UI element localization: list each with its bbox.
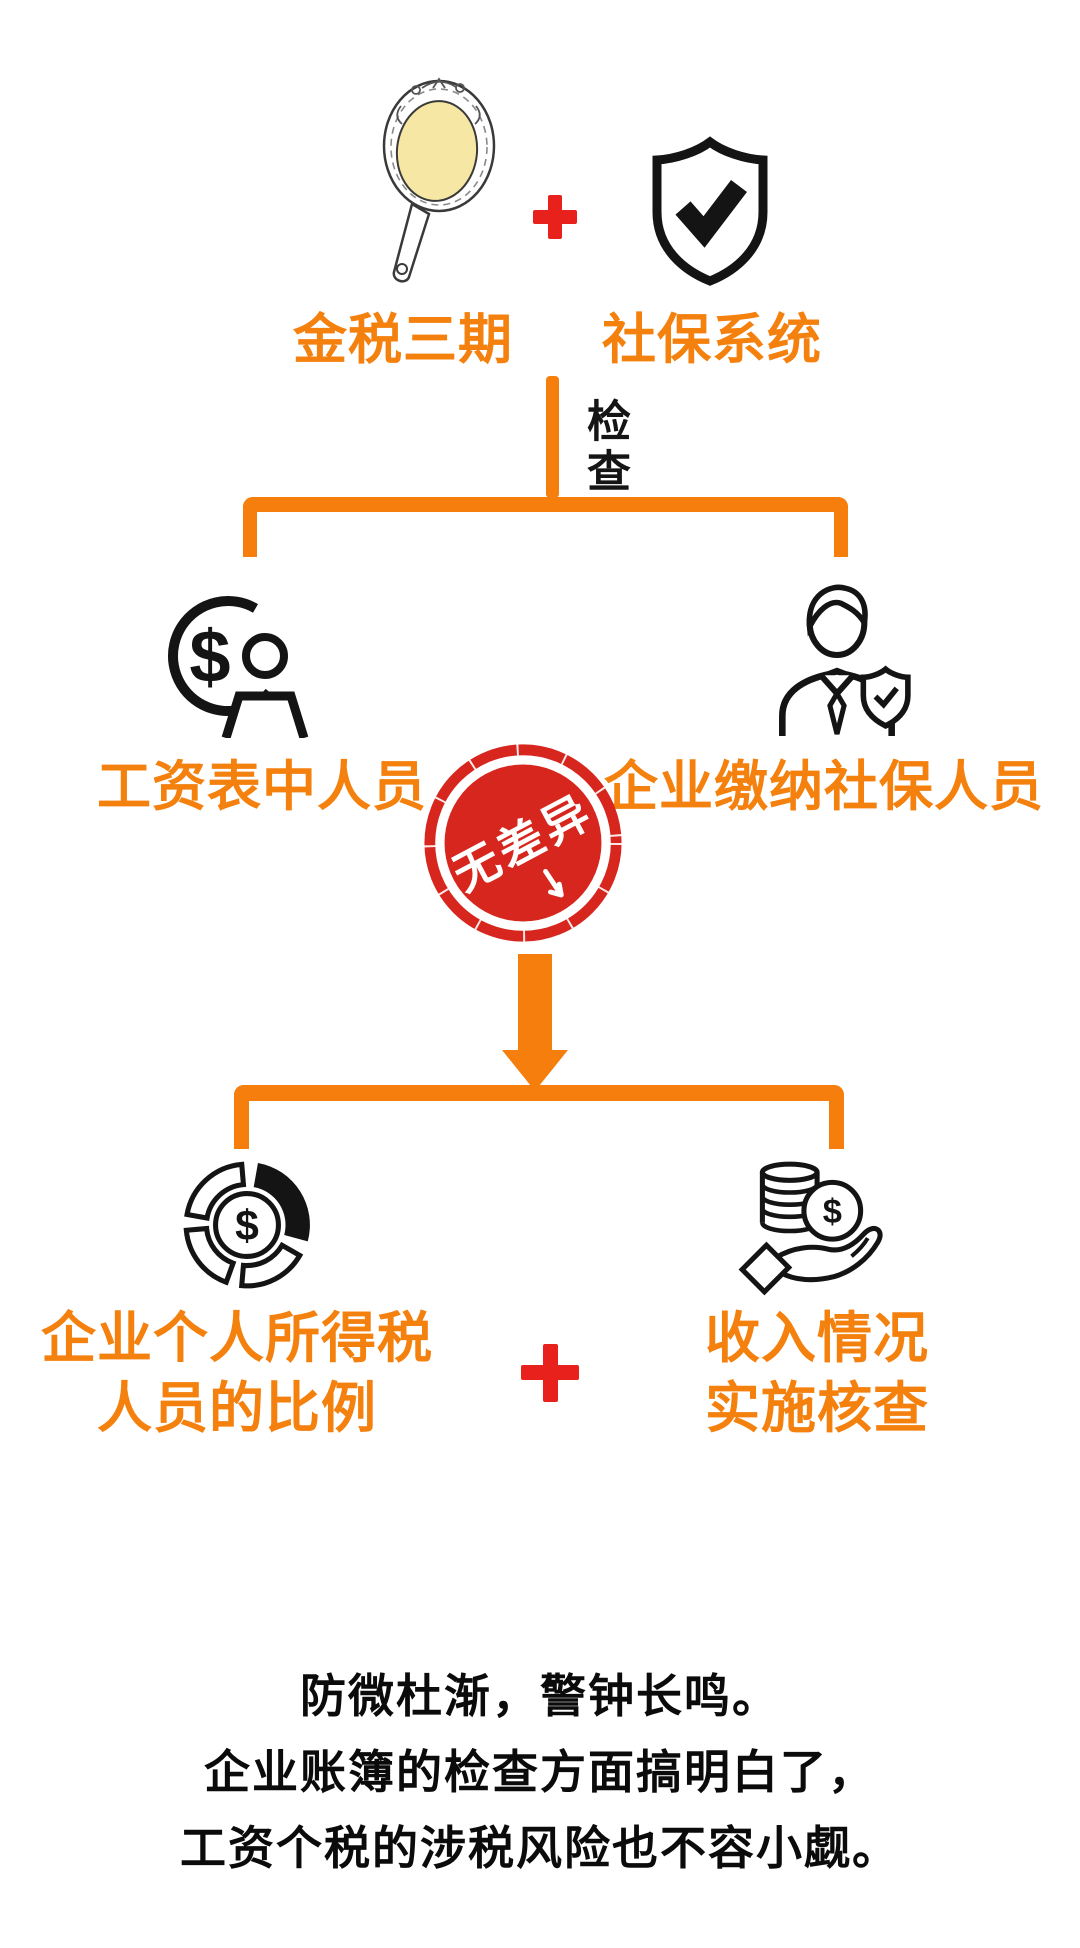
svg-text:$: $ [189, 615, 230, 698]
label-income-tax-ratio-line2: 人员的比例 [96, 1377, 377, 1439]
label-income-verification-line1: 收入情况 [704, 1307, 929, 1369]
label-income-tax-ratio-line1: 企业个人所得税 [40, 1307, 433, 1369]
footer-text: 防微杜渐，警钟长鸣。 企业账簿的检查方面搞明白了， 工资个税的涉税风险也不容小觑… [0, 1658, 1080, 1886]
no-difference-stamp: 无差异 [423, 743, 623, 943]
footer-line1: 防微杜渐，警钟长鸣。 [300, 1670, 780, 1722]
connector-label: 检查 [580, 398, 629, 498]
label-payroll-personnel: 工资表中人员 [97, 757, 427, 817]
branch-bottom [234, 1085, 844, 1149]
label-social-insured-personnel: 企业缴纳社保人员 [604, 757, 1044, 817]
donut-chart-icon: $ [183, 1161, 310, 1289]
label-income-verification-line2: 实施核查 [704, 1377, 929, 1439]
label-golden-tax: 金税三期 [293, 310, 513, 370]
branch-top [243, 497, 848, 557]
coins-in-hand-icon: $ [738, 1161, 883, 1296]
svg-text:$: $ [235, 1202, 259, 1250]
label-social-security-system: 社保系统 [602, 310, 822, 370]
svg-text:$: $ [823, 1193, 842, 1231]
businessman-shield-icon [779, 584, 911, 736]
shield-check-icon [652, 136, 768, 286]
label-income-verification: 收入情况 实施核查 [597, 1303, 1037, 1443]
hand-mirror-icon [382, 77, 496, 283]
down-arrow [502, 954, 568, 1091]
payroll-person-icon: $ [167, 596, 309, 738]
footer-line2: 企业账簿的检查方面搞明白了， [204, 1746, 876, 1798]
stamp-arrow-mark [543, 868, 564, 898]
footer-line3: 工资个税的涉税风险也不容小觑。 [180, 1822, 900, 1874]
connector-line [546, 376, 559, 498]
label-income-tax-ratio: 企业个人所得税 人员的比例 [17, 1303, 457, 1443]
